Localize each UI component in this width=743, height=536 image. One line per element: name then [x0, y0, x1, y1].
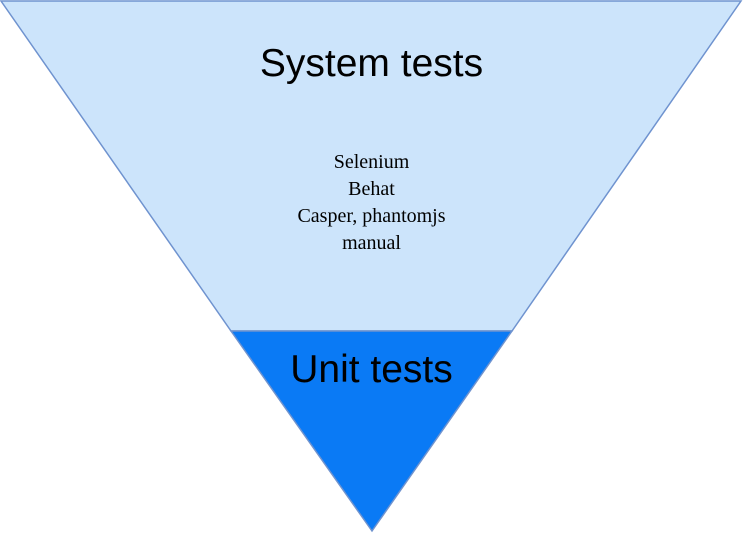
system-tests-title: System tests [259, 42, 484, 85]
tool-item: Behat [348, 178, 395, 200]
tool-item: Selenium [333, 151, 410, 173]
tool-item: Casper, phantomjs [297, 205, 446, 227]
tool-item: manual [342, 232, 401, 254]
unit-tests-layer [229, 330, 514, 533]
system-tests-tools-list: Selenium Behat Casper, phantomjs manual [0, 149, 743, 257]
unit-tests-title: Unit tests [290, 348, 453, 391]
